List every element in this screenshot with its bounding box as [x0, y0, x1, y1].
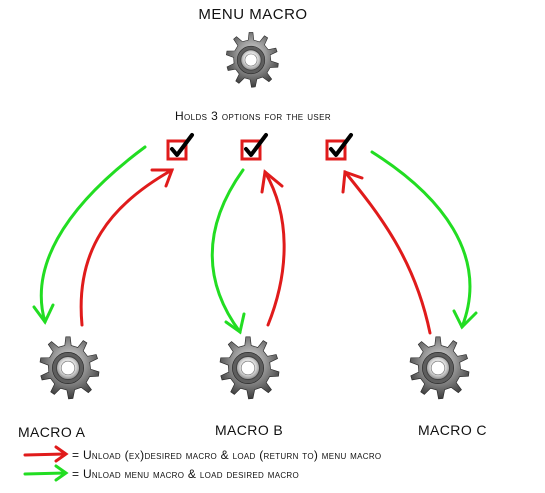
- red-arrow-icon: [79, 168, 175, 327]
- macro-c-label: MACRO C: [418, 422, 487, 438]
- legend: = Unload (ex)desired macro & load (retur…: [23, 445, 381, 482]
- gear-icon: [409, 336, 470, 400]
- green-arrow-icon: [23, 464, 69, 482]
- legend-red-text: = Unload (ex)desired macro & load (retur…: [72, 448, 381, 462]
- red-arrow-icon: [260, 169, 286, 327]
- checkbox-checked-icon: [325, 133, 353, 161]
- macro-b-label: MACRO B: [215, 422, 283, 438]
- green-arrow-icon: [370, 150, 478, 330]
- green-arrow-icon: [32, 145, 147, 325]
- gear-icon: [39, 336, 100, 400]
- red-arrow-icon: [341, 169, 432, 335]
- legend-green-text: = Unload menu macro & load desired macro: [72, 467, 299, 481]
- gear-icon: [225, 32, 279, 88]
- red-arrow-icon: [23, 445, 69, 463]
- checkbox-checked-icon: [240, 133, 268, 161]
- menu-macro-title: MENU MACRO: [198, 6, 307, 23]
- gear-icon: [219, 336, 280, 400]
- checkbox-checked-icon: [166, 133, 194, 161]
- macro-a-label: MACRO A: [18, 424, 86, 440]
- green-arrow-icon: [210, 168, 246, 335]
- menu-options-subtitle: Holds 3 options for the user: [175, 109, 331, 123]
